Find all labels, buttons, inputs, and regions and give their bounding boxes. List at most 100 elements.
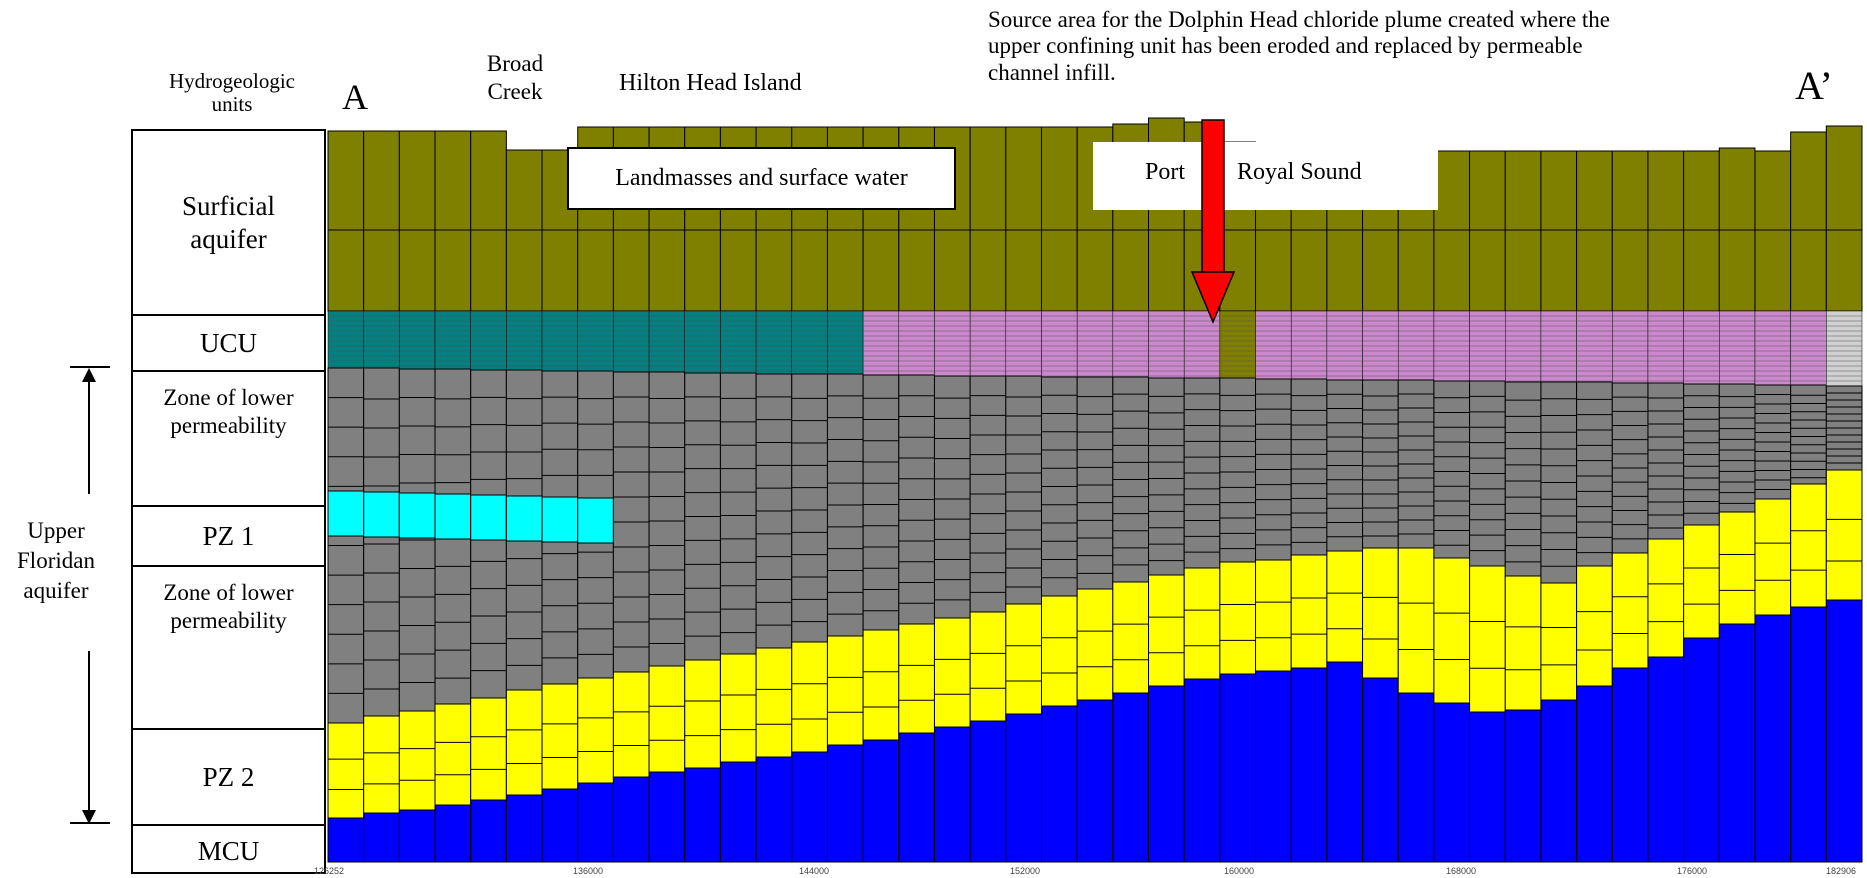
pz2-column	[1183, 567, 1221, 680]
basement-column	[470, 799, 507, 863]
basement-column	[1219, 673, 1257, 863]
ucu-column	[1612, 310, 1649, 384]
ucu-column	[684, 310, 721, 374]
pz2-column	[1148, 574, 1185, 687]
permeability-zone-column	[1290, 378, 1328, 556]
surficial-column	[1790, 131, 1827, 312]
unit-row-zone2: Zone of lower permeability	[133, 565, 324, 728]
permeability-zone-column	[1005, 375, 1042, 605]
pz2-column	[1611, 552, 1649, 669]
hilton-head-island-label: Hilton Head Island	[619, 70, 802, 96]
basement-column	[719, 761, 757, 863]
surficial-column	[1647, 150, 1685, 312]
landmasses-callout: Landmasses and surface water	[567, 147, 956, 210]
ucu-column	[755, 310, 793, 375]
basement-column	[755, 756, 793, 863]
basement-column	[826, 744, 864, 863]
basement-column	[1611, 667, 1649, 863]
surficial-column	[434, 130, 472, 312]
hydrogeologic-units-heading: Hydrogeologic units	[169, 69, 295, 117]
pz1-cell	[505, 495, 543, 542]
pz2-column	[541, 683, 579, 790]
unit-row-zone1: Zone of lower permeability	[133, 370, 324, 505]
surficial-column	[1683, 150, 1720, 312]
ucu-column	[1754, 310, 1791, 386]
permeability-zone-column	[1790, 384, 1827, 485]
pz1-cell	[541, 496, 579, 543]
axis-tick-label: 182906	[1826, 866, 1857, 876]
basement-column	[505, 794, 543, 863]
pz2-column	[969, 611, 1007, 722]
basement-column	[1504, 709, 1542, 863]
unit-row-mcu: MCU	[133, 824, 324, 876]
pz2-column	[826, 635, 864, 746]
ucu-column	[1505, 310, 1542, 383]
pz2-column	[684, 659, 721, 769]
ucu-column	[1255, 310, 1292, 380]
source-area-arrow-icon	[1190, 119, 1236, 324]
basement-column	[1397, 692, 1435, 863]
surficial-column	[1576, 150, 1613, 312]
port-label: Port	[1145, 159, 1186, 185]
surficial-column	[1611, 150, 1649, 312]
ucu-column	[434, 310, 471, 370]
section-end-label: A’	[1795, 63, 1833, 108]
ucu-column	[327, 310, 364, 369]
surficial-column	[1469, 150, 1506, 312]
pz2-column	[1754, 498, 1792, 616]
basement-column	[1040, 705, 1078, 863]
ucu-column	[1540, 310, 1577, 383]
axis-tick-label: 126252	[314, 866, 345, 876]
permeability-zone-column	[1576, 381, 1613, 567]
pz2-column	[1433, 557, 1471, 704]
ucu-column	[1326, 310, 1363, 381]
basement-column	[1255, 670, 1292, 863]
basement-column	[1576, 685, 1613, 863]
ucu-column	[1005, 310, 1042, 377]
surficial-column	[1825, 125, 1863, 312]
ucu-column	[1790, 310, 1827, 386]
ucu-column	[1397, 310, 1435, 381]
basement-column	[1825, 599, 1863, 863]
basement-column	[1469, 711, 1506, 863]
basement-column	[1183, 678, 1221, 863]
upper-floridan-aquifer-label: Upper Floridan aquifer	[17, 518, 95, 603]
axis-tick-label: 176000	[1677, 866, 1708, 876]
ucu-column	[791, 310, 828, 375]
pz2-column	[1504, 575, 1542, 711]
unit-row-surficial: Surficial aquifer	[182, 191, 275, 254]
ucu-column	[1219, 310, 1256, 379]
basement-column	[933, 726, 971, 863]
surficial-column	[1540, 150, 1578, 312]
pz2-column	[1790, 483, 1827, 608]
pz2-column	[1683, 524, 1720, 639]
permeability-zone-column	[1647, 382, 1685, 540]
basement-column	[791, 751, 828, 863]
permeability-zone-column	[1076, 376, 1114, 590]
unit-row-pz1: PZ 1	[133, 505, 324, 565]
port-royal-sound-callout: Port Royal Sound	[1093, 142, 1438, 210]
pz2-column	[862, 629, 900, 741]
ucu-column	[613, 310, 650, 373]
basement-column	[898, 732, 935, 863]
ucu-column	[1647, 310, 1684, 384]
permeability-zone-column	[648, 371, 686, 667]
permeability-zone-column	[1433, 380, 1471, 559]
ucu-column	[862, 310, 900, 376]
pz2-column	[1469, 565, 1506, 713]
basement-column	[434, 804, 472, 863]
pz2-column	[577, 677, 614, 784]
pz2-column	[1290, 554, 1328, 669]
pz2-column	[363, 715, 400, 814]
pz1-cell	[363, 491, 400, 538]
permeability-zone-column	[363, 367, 400, 717]
pz2-column	[470, 697, 507, 801]
unit-row-ucu: UCU	[133, 314, 324, 370]
pz2-column	[1040, 595, 1078, 707]
basement-column	[969, 720, 1007, 863]
permeability-zone-column	[933, 375, 971, 619]
basement-column	[862, 739, 900, 863]
ucu-column	[898, 310, 935, 376]
